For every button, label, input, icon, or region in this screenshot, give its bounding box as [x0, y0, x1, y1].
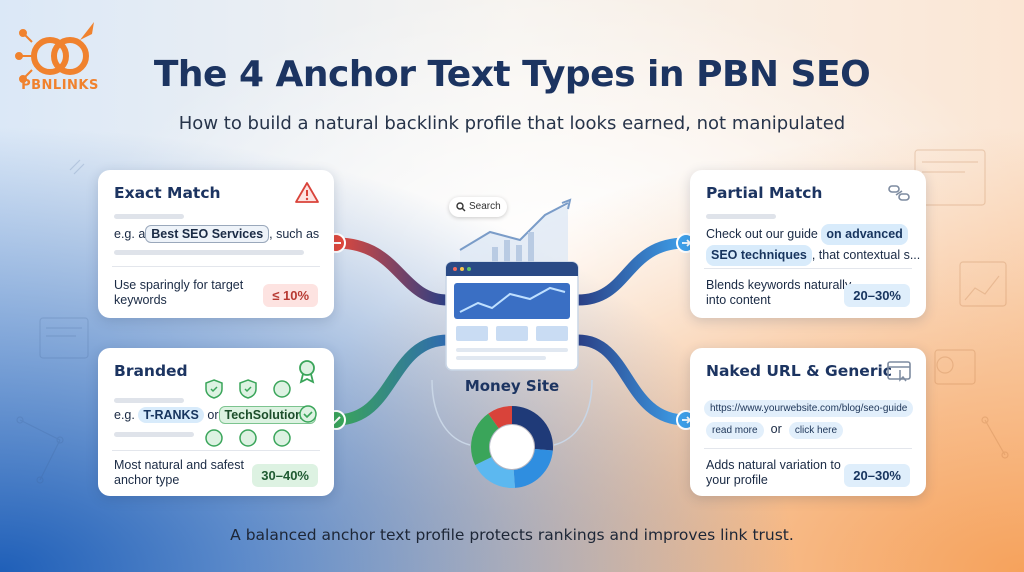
card-title: Exact Match [114, 184, 221, 202]
brand-pill-1: T-RANKS [138, 407, 204, 423]
search-pill: Search [449, 197, 507, 217]
page-subtitle: How to build a natural backlink profile … [178, 113, 846, 134]
award-ribbon-icon [299, 360, 315, 384]
generic-anchors: read more or click here [706, 422, 844, 439]
money-site-label: Money Site [464, 377, 560, 395]
footer-caption: A balanced anchor text profile protects … [230, 526, 794, 544]
brand-pill-2: TechSolutions [218, 406, 316, 424]
search-icon [456, 202, 466, 212]
warning-icon [295, 182, 319, 203]
connector-exact-match [330, 237, 454, 306]
card-description: Most natural and safest anchor type [114, 458, 244, 487]
percentage-badge: ≤ 10% [263, 284, 318, 307]
browser-cursor-icon [887, 361, 911, 382]
generic-pill-2: click here [788, 422, 844, 439]
card-description: Use sparingly for target keywords [114, 278, 244, 307]
link-chain-icon [888, 185, 910, 201]
money-site-browser-icon [445, 261, 579, 371]
card-partial-match: Partial Match Check out our guide on adv… [690, 170, 926, 318]
card-description: Blends keywords naturally into content [706, 278, 852, 307]
connector-naked-url [572, 334, 692, 426]
shield-badges-row-2 [205, 429, 291, 447]
background-decorations [16, 159, 89, 484]
connector-partial-match [572, 237, 692, 306]
partial-keyword-pill-2: SEO techniques [706, 245, 812, 266]
check-circle-icon [299, 405, 317, 423]
pbnlinks-logo [15, 22, 94, 83]
card-example: Check out our guide on advanced SEO tech… [706, 224, 920, 266]
growth-chart-graphic [459, 198, 572, 270]
shield-badges-row [205, 379, 291, 399]
pie-arrows [431, 379, 593, 446]
partial-keyword-pill-1: on advanced [821, 224, 908, 245]
exact-keyword-pill: Best SEO Services [145, 225, 270, 243]
search-label: Search [469, 201, 501, 212]
connector-branded [330, 334, 454, 426]
card-title: Partial Match [706, 184, 823, 202]
logo-text: PBNLINKS [21, 78, 99, 93]
generic-pill-1: read more [706, 422, 764, 439]
url-pill: https://www.yourwebsite.com/blog/seo-gui… [704, 400, 914, 417]
card-title: Naked URL & Generic [706, 362, 892, 380]
card-naked-url: Naked URL & Generic https://www.yourwebs… [690, 348, 926, 496]
page-title: The 4 Anchor Text Types in PBN SEO [153, 54, 871, 95]
percentage-badge: 20–30% [844, 464, 910, 487]
percentage-badge: 20–30% [844, 284, 910, 307]
anchor-distribution-donut [471, 406, 553, 488]
card-description: Adds natural variation to your profile [706, 458, 841, 487]
card-title: Branded [114, 362, 188, 380]
percentage-badge: 30–40% [252, 464, 318, 487]
